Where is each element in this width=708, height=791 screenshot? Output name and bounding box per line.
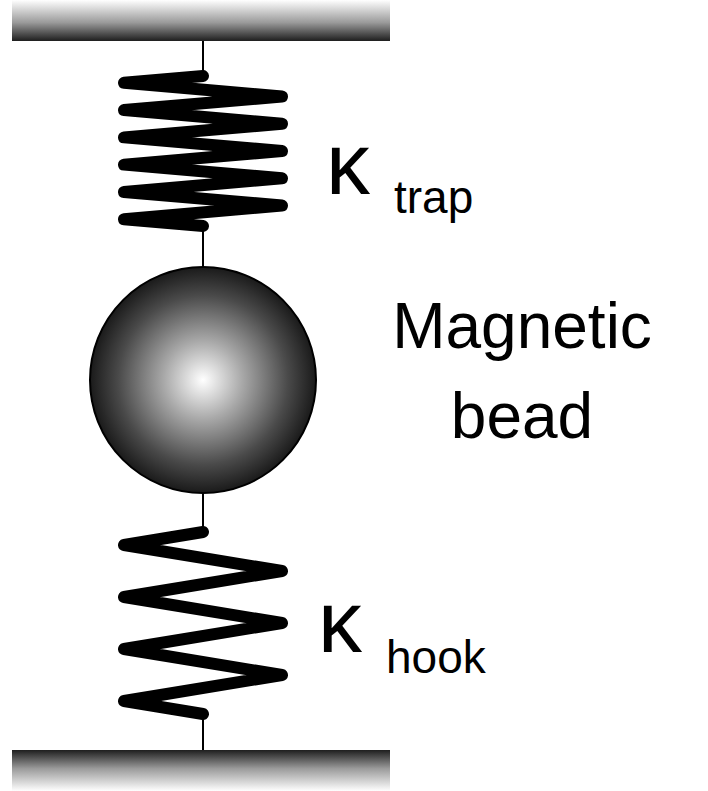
magnetic-bead — [90, 267, 316, 493]
connector-wire — [202, 492, 204, 532]
spring-constant-symbol: κ — [318, 578, 362, 666]
spring-subscript: hook — [386, 634, 486, 680]
spring-subscript: trap — [394, 174, 473, 220]
connector-wire — [202, 226, 204, 268]
hook-spring — [124, 532, 282, 714]
bead-label: Magnetic bead — [372, 282, 672, 461]
trap-spring — [124, 76, 282, 226]
bottom-wall — [12, 750, 390, 791]
top-wall — [12, 0, 390, 41]
spring-constant-symbol: κ — [326, 120, 370, 208]
